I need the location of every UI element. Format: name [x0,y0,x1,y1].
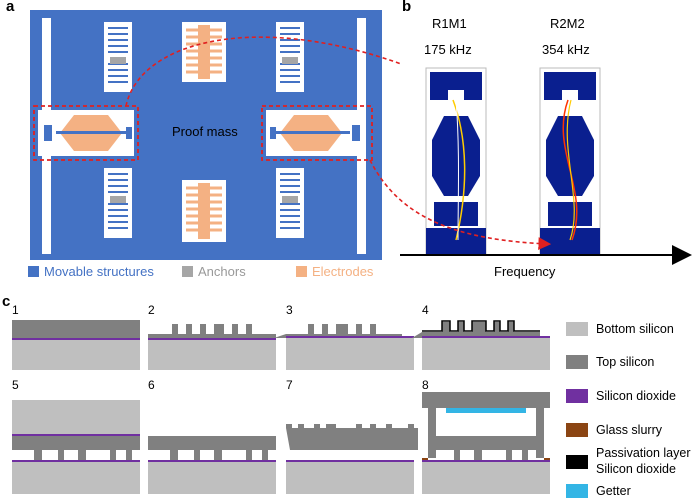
legend-c-swatch-silicon-dioxide [566,389,588,403]
legend-c-swatch-bottom-silicon [566,322,588,336]
electrode-comb-bottom [182,180,226,242]
step-number-3: 3 [286,303,293,317]
legend-c-label-glass-slurry: Glass slurry [596,423,662,437]
step-number-1: 1 [12,303,19,317]
step-3 [274,324,414,370]
electrode-comb-top [182,22,226,82]
legend-c-swatch-passivation [566,455,588,469]
step-number-5: 5 [12,378,19,392]
frequency-axis-label: Frequency [494,264,556,279]
legend-c-swatch-getter [566,484,588,498]
panel-b-mode-shapes [369,67,692,265]
mode-shape-r1m1 [425,67,487,255]
legend-c-label-silicon-dioxide: Silicon dioxide [596,389,676,403]
step-1 [12,320,140,370]
arrow-to-r2m2 [369,159,552,250]
spring-top-left [104,22,132,92]
highlight-box-left [33,105,139,161]
resonator-left [38,110,134,156]
spring-bottom-left [104,168,132,238]
legend-c-label-top-silicon: Top silicon [596,355,655,369]
panel-a-letter: a [6,0,15,15]
mode-shape-r2m2 [539,67,601,255]
legend-a-label-movable: Movable structures [44,264,154,279]
legend-a-swatch-movable [28,266,39,277]
spring-top-right [276,22,304,92]
step-number-6: 6 [148,378,155,392]
arrow-to-r1m1 [125,36,400,107]
legend-c-label-bottom-silicon: Bottom silicon [596,322,674,336]
step-6 [148,436,276,494]
step-number-2: 2 [148,303,155,317]
legend-c-swatch-top-silicon [566,355,588,369]
step-8 [422,392,550,494]
legend-c-swatch-glass-slurry [566,423,588,437]
legend-a-swatch-electrodes [296,266,307,277]
mode-r1m1-freq: 175 kHz [424,42,472,57]
panel-c-process-steps [12,320,550,494]
resonator-right [266,110,362,156]
step-7 [286,424,418,494]
legend-c-label-passivation: Passivation layer [596,446,691,460]
legend-c-label-passivation-2: Silicon dioxide [596,462,676,476]
panel-b-letter: b [402,0,412,15]
mode-r1m1-name: R1M1 [432,16,467,31]
legend-a-label-anchors: Anchors [198,264,246,279]
spring-bottom-right [276,168,304,238]
step-number-8: 8 [422,378,429,392]
proof-mass-label: Proof mass [172,124,238,139]
legend-c-label-getter: Getter [596,484,631,498]
legend-a-swatch-anchors [182,266,193,277]
highlight-box-right [261,105,373,161]
step-number-7: 7 [286,378,293,392]
mode-r2m2-name: R2M2 [550,16,585,31]
step-4 [412,320,550,370]
step-number-4: 4 [422,303,429,317]
panel-c-letter: c [2,293,11,310]
step-2 [148,324,276,370]
legend-a-label-electrodes: Electrodes [312,264,374,279]
panel-a-device-schematic [30,10,400,260]
step-5 [12,400,140,494]
mode-r2m2-freq: 354 kHz [542,42,590,57]
